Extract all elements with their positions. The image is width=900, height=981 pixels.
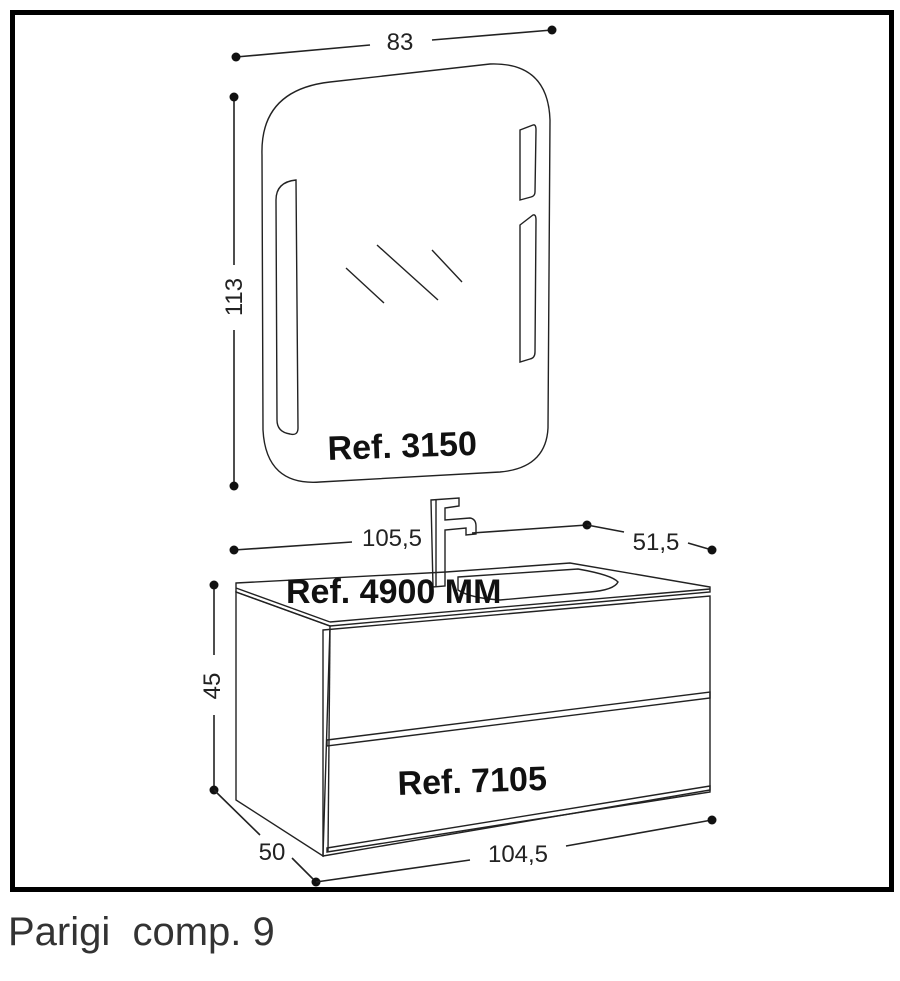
mirror-width-dimension: 83 [231, 25, 557, 62]
mirror-width-label: 83 [387, 29, 414, 56]
diagram-frame [10, 10, 894, 892]
top-width-label: 105,5 [362, 525, 422, 552]
mirror-reflection-line [431, 249, 463, 283]
mirror-ref-label: Ref. 3150 [327, 425, 478, 468]
cabinet-side [235, 591, 331, 858]
cabinet-ref-label: Ref. 7105 [397, 760, 548, 803]
mirror-outline [261, 63, 551, 483]
faucet-body [430, 497, 477, 588]
product-caption: Parigi comp. 9 [8, 910, 275, 954]
cabinet-height-dimension: 45 [199, 580, 226, 795]
drawer-upper [326, 691, 711, 747]
mirror-reflection-line [345, 267, 385, 304]
cabinet-width-label: 104,5 [488, 841, 548, 868]
mirror-height-dimension: 113 [221, 92, 248, 491]
top-width-dimension: 105,5 [229, 520, 592, 555]
mirror-height-label: 113 [221, 278, 248, 316]
mirror-light-right-upper [519, 124, 537, 201]
cabinet-depth-dimension: 50 [213, 789, 321, 887]
basin-outline [457, 568, 619, 601]
faucet [430, 497, 477, 588]
cabinet-height-label: 45 [199, 673, 226, 700]
top-depth-label: 51,5 [633, 529, 680, 556]
mirror-reflection-line [376, 244, 439, 301]
cabinet-depth-label: 50 [259, 839, 286, 866]
drawer-lower [326, 785, 711, 853]
washbasin-top: Ref. 4900 MM [235, 562, 711, 627]
mirror: Ref. 3150 [261, 63, 551, 483]
top-ref-label: Ref. 4900 MM [286, 573, 501, 611]
mirror-light-left [275, 179, 299, 436]
top-depth-dimension: 51,5 [586, 524, 717, 556]
cabinet-width-dimension: 104,5 [315, 815, 717, 883]
mirror-light-right-lower [519, 214, 537, 363]
cabinet: Ref. 7105 [235, 591, 711, 858]
